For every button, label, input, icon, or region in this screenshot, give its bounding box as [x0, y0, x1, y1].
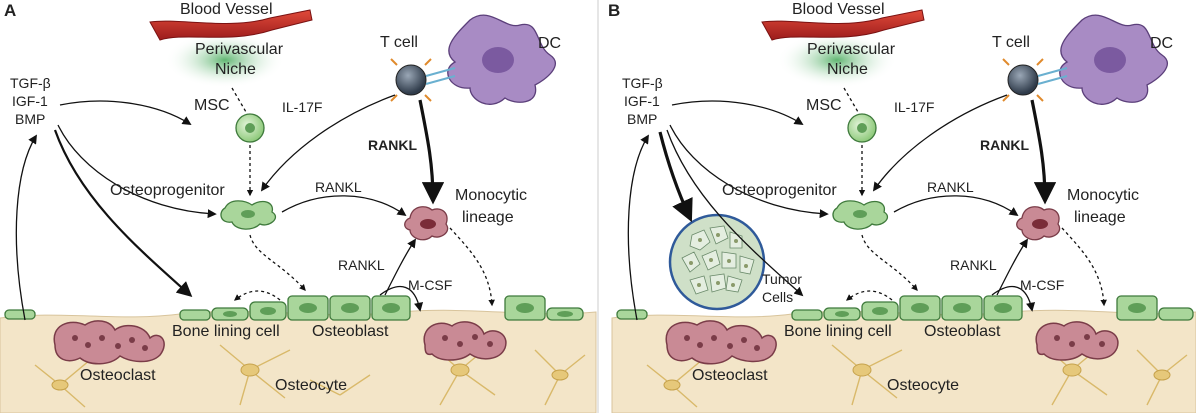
osteoprogenitor-label: Osteoprogenitor	[722, 182, 837, 199]
blood-vessel	[149, 9, 313, 41]
dc-cell	[1059, 14, 1169, 105]
tgf-beta-label: TGF-β	[10, 75, 51, 91]
bone-lining-label: Bone lining cell	[784, 323, 892, 340]
msc-label: MSC	[194, 97, 230, 114]
osteocyte-cells	[51, 363, 569, 391]
perivascular-label: Perivascular	[195, 41, 284, 58]
osteoclast-label: Osteoclast	[692, 367, 768, 384]
m-csf-label: M-CSF	[1020, 277, 1064, 293]
perivascular-label: Perivascular	[807, 41, 896, 58]
monocytic-label: Monocytic	[1067, 187, 1139, 204]
niche-label: Niche	[215, 61, 256, 78]
panel-letter-b: B	[608, 1, 620, 20]
bone-lining-label: Bone lining cell	[172, 323, 280, 340]
msc-nucleus	[857, 123, 867, 133]
osteocyte-label: Osteocyte	[887, 377, 959, 394]
tgf-beta-label: TGF-β	[622, 75, 663, 91]
t-cell-label: T cell	[380, 34, 418, 51]
monocytic-nucleus	[420, 219, 436, 229]
blood-vessel	[761, 9, 925, 41]
bmp-label: BMP	[15, 111, 45, 127]
osteoprogenitor-nucleus	[241, 210, 255, 218]
blood-vessel-label: Blood Vessel	[180, 1, 273, 18]
rankl-mid-label: RANKL	[927, 179, 974, 195]
dashed-arrows-b	[843, 87, 1107, 307]
cells-label: Cells	[762, 289, 793, 305]
osteoblast-nuclei	[223, 303, 573, 317]
dc-cell	[447, 14, 557, 105]
perivascular-niche	[165, 32, 285, 88]
bmp-label: BMP	[627, 111, 657, 127]
dashed-arrows-a	[231, 87, 495, 307]
osteoprogenitor-label: Osteoprogenitor	[110, 182, 225, 199]
osteoclast-right	[1035, 321, 1119, 361]
t-cell	[1002, 58, 1068, 102]
dc-label: DC	[1150, 35, 1173, 52]
rankl-mid-label: RANKL	[315, 179, 362, 195]
blood-vessel-label: Blood Vessel	[792, 1, 885, 18]
msc-nucleus	[245, 123, 255, 133]
msc-label: MSC	[806, 97, 842, 114]
il-17f-label: IL-17F	[282, 99, 322, 115]
osteoclast-right	[423, 321, 507, 361]
arrows-b	[627, 94, 1057, 321]
monocytic-label: Monocytic	[455, 187, 527, 204]
igf-1-label: IGF-1	[624, 93, 660, 109]
il-17f-label: IL-17F	[894, 99, 934, 115]
arrows-a	[15, 94, 445, 321]
osteoprogenitor-nucleus	[853, 210, 867, 218]
rankl-bold-label: RANKL	[980, 137, 1029, 153]
osteoblast-nuclei	[835, 303, 1146, 317]
osteoclast-left	[665, 320, 777, 365]
monocytic-nucleus	[1032, 219, 1048, 229]
panel-letter-a: A	[4, 1, 16, 20]
m-csf-label: M-CSF	[408, 277, 452, 293]
niche-label: Niche	[827, 61, 868, 78]
lineage-label: lineage	[462, 209, 514, 226]
t-cell-label: T cell	[992, 34, 1030, 51]
osteoblast-label: Osteoblast	[312, 323, 389, 340]
igf-1-label: IGF-1	[12, 93, 48, 109]
osteocyte-label: Osteocyte	[275, 377, 347, 394]
rankl-bold-label: RANKL	[368, 137, 417, 153]
osteocyte-cells	[663, 363, 1171, 391]
osteoblast-label: Osteoblast	[924, 323, 1001, 340]
osteoblast-row	[616, 295, 1194, 321]
rankl-low-label: RANKL	[950, 257, 997, 273]
osteoclast-left	[53, 320, 165, 365]
panel-b: B Blood Vessel Perivascular Niche T cell…	[608, 1, 1196, 413]
lineage-label: lineage	[1074, 209, 1126, 226]
dc-label: DC	[538, 35, 561, 52]
osteoclast-label: Osteoclast	[80, 367, 156, 384]
t-cell	[390, 58, 456, 102]
perivascular-niche	[777, 32, 897, 88]
tumor-mass	[668, 213, 766, 311]
tumor-label: Tumor	[762, 271, 802, 287]
rankl-low-label: RANKL	[338, 257, 385, 273]
panel-a: A Blood Vessel Perivascular Niche T cell…	[0, 1, 597, 413]
